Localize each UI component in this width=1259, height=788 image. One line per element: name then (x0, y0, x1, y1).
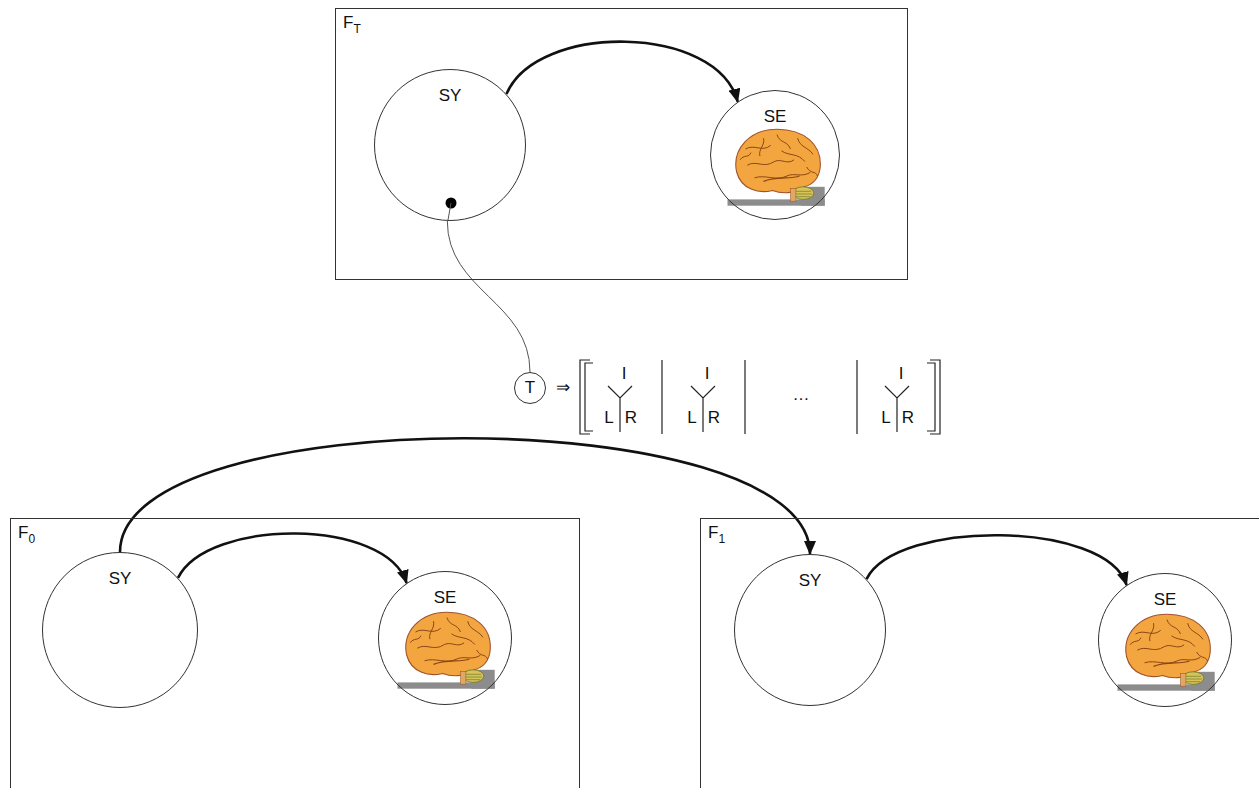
matrix-brackets (580, 360, 940, 434)
mapping-arrow (507, 42, 738, 102)
node-label: L (687, 408, 696, 428)
implies-symbol: ⇒ (556, 378, 570, 398)
node-label: I (899, 364, 904, 384)
brain-picture (398, 612, 495, 689)
frame-box: FT SY SE (335, 8, 908, 280)
syntax-circle: SY (42, 552, 198, 708)
circle-label: SY (43, 569, 197, 589)
circle-label: SY (735, 571, 885, 591)
frame-subscript: 0 (28, 532, 35, 546)
frame-label: F (343, 13, 353, 32)
node-label: R (625, 408, 637, 428)
frame-label: F (18, 523, 28, 542)
semantics-circle: SE (378, 571, 512, 705)
circle-label: T (525, 378, 535, 398)
brain-picture (1118, 614, 1215, 691)
node-label: I (622, 364, 627, 384)
mapping-arrow (867, 535, 1127, 585)
brain-picture (728, 129, 825, 206)
circle-label: SY (375, 86, 525, 106)
node-label: I (705, 364, 710, 384)
tree-symbols (608, 386, 909, 432)
bracket-right-inner (927, 363, 935, 431)
semantics-circle: SE (1098, 573, 1232, 707)
circle-label: SE (711, 107, 839, 127)
semantics-circle: SE (710, 90, 840, 220)
leader-line (448, 203, 451, 220)
node-label: R (708, 408, 720, 428)
frame-title: F0 (18, 523, 35, 546)
frame-title: FT (343, 13, 361, 36)
translation-arrow (120, 438, 810, 554)
syntax-circle: SY (734, 554, 886, 706)
tree-circle: T (514, 372, 546, 404)
circle-label: SE (1099, 590, 1231, 610)
bracket-left-inner (585, 363, 593, 431)
ellipsis-mark: … (793, 385, 810, 405)
frame-subscript: 1 (718, 532, 725, 546)
frame-subscript: T (353, 22, 360, 36)
frame-box: F1SY SE (700, 518, 1259, 788)
cell-separators (662, 360, 857, 434)
node-label: R (902, 408, 914, 428)
circle-label: SE (379, 588, 511, 608)
frame-box: F0SY SE (10, 518, 580, 788)
node-label: L (881, 408, 890, 428)
node-label: L (604, 408, 613, 428)
frame-label: F (708, 523, 718, 542)
leader-wire (447, 221, 530, 372)
frame-title: F1 (708, 523, 725, 546)
syntax-circle: SY (374, 69, 526, 221)
mapping-arrow (178, 534, 407, 584)
